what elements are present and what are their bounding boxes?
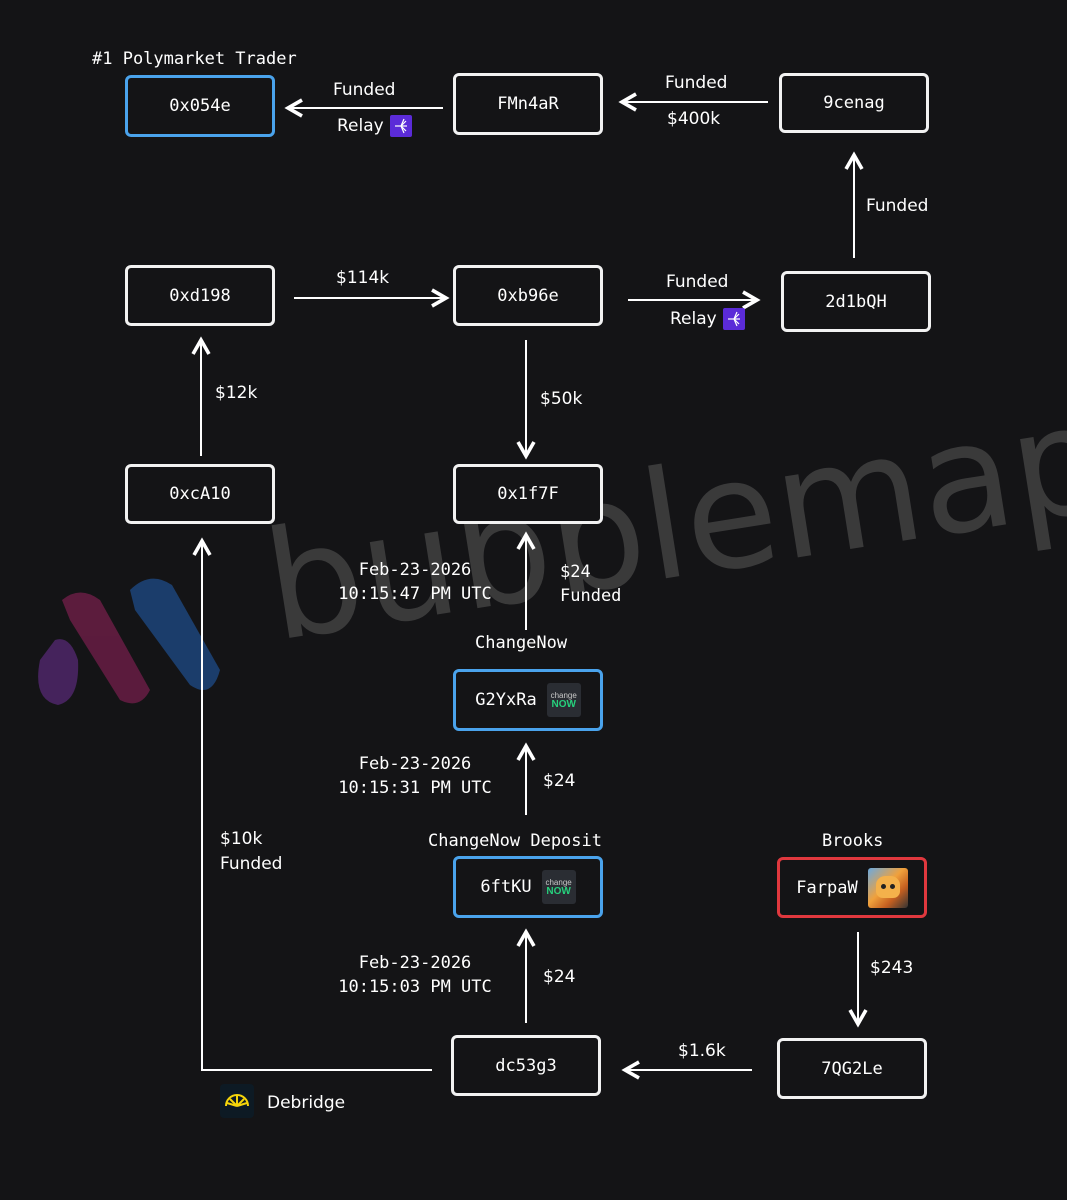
debridge-caption: Debridge bbox=[267, 1091, 345, 1115]
edge-label-amount: $114k bbox=[336, 266, 389, 290]
node-dc53g3[interactable]: dc53g3 bbox=[451, 1035, 601, 1096]
changenow-caption: ChangeNow bbox=[475, 631, 567, 655]
node-label: 0xcA10 bbox=[169, 484, 230, 504]
debridge-logo-icon bbox=[220, 1084, 254, 1118]
edge-label-relay: Relay bbox=[670, 307, 745, 331]
changenow-deposit-caption: ChangeNow Deposit bbox=[428, 829, 602, 853]
node-0xd198[interactable]: 0xd198 bbox=[125, 265, 275, 326]
brooks-caption: Brooks bbox=[822, 829, 883, 853]
edge-label-amount: $24 bbox=[560, 560, 591, 584]
edge-label-amount: $10k bbox=[220, 827, 262, 851]
node-label: FarpaW bbox=[796, 878, 857, 898]
edge-label-funded: Funded bbox=[220, 852, 282, 876]
node-farpaw[interactable]: FarpaW bbox=[777, 857, 927, 918]
relay-icon bbox=[723, 308, 745, 330]
node-0x054e[interactable]: 0x054e bbox=[125, 75, 275, 137]
edge-label-amount: $24 bbox=[543, 769, 575, 793]
node-7qg2le[interactable]: 7QG2Le bbox=[777, 1038, 927, 1099]
node-0xb96e[interactable]: 0xb96e bbox=[453, 265, 603, 326]
edge-label-amount: $1.6k bbox=[678, 1039, 726, 1063]
node-label: dc53g3 bbox=[495, 1056, 556, 1076]
node-label: 0xd198 bbox=[169, 286, 230, 306]
edge-label-amount: $400k bbox=[667, 107, 720, 131]
node-2d1bqh[interactable]: 2d1bQH bbox=[781, 271, 931, 332]
node-label: 6ftKU bbox=[480, 877, 531, 897]
node-label: 9cenag bbox=[823, 93, 884, 113]
node-label: 2d1bQH bbox=[825, 292, 886, 312]
node-label: 0x054e bbox=[169, 96, 230, 116]
page-title: #1 Polymarket Trader bbox=[92, 47, 297, 71]
brooks-avatar-icon bbox=[868, 868, 908, 908]
edge-label-funded: Funded bbox=[333, 78, 395, 102]
edge-label-amount: $24 bbox=[543, 965, 575, 989]
node-label: FMn4aR bbox=[497, 94, 558, 114]
edge-label-funded: Funded bbox=[866, 194, 928, 218]
node-label: G2YxRa bbox=[475, 690, 536, 710]
edge-label-amount: $50k bbox=[540, 387, 582, 411]
node-label: 0xb96e bbox=[497, 286, 558, 306]
edge-label-funded: Funded bbox=[560, 584, 621, 608]
node-label: 0x1f7F bbox=[497, 484, 558, 504]
node-label: 7QG2Le bbox=[821, 1059, 882, 1079]
node-fmn4ar[interactable]: FMn4aR bbox=[453, 73, 603, 135]
node-9cenag[interactable]: 9cenag bbox=[779, 73, 929, 133]
node-0xca10[interactable]: 0xcA10 bbox=[125, 464, 275, 524]
node-0x1f7f[interactable]: 0x1f7F bbox=[453, 464, 603, 524]
relay-icon bbox=[390, 115, 412, 137]
edge-label-relay: Relay bbox=[337, 114, 412, 138]
edge-label-funded: Funded bbox=[665, 71, 727, 95]
edge-label-amount: $12k bbox=[215, 381, 257, 405]
edge-label-funded: Funded bbox=[666, 270, 728, 294]
edge-label-amount: $243 bbox=[870, 956, 913, 980]
